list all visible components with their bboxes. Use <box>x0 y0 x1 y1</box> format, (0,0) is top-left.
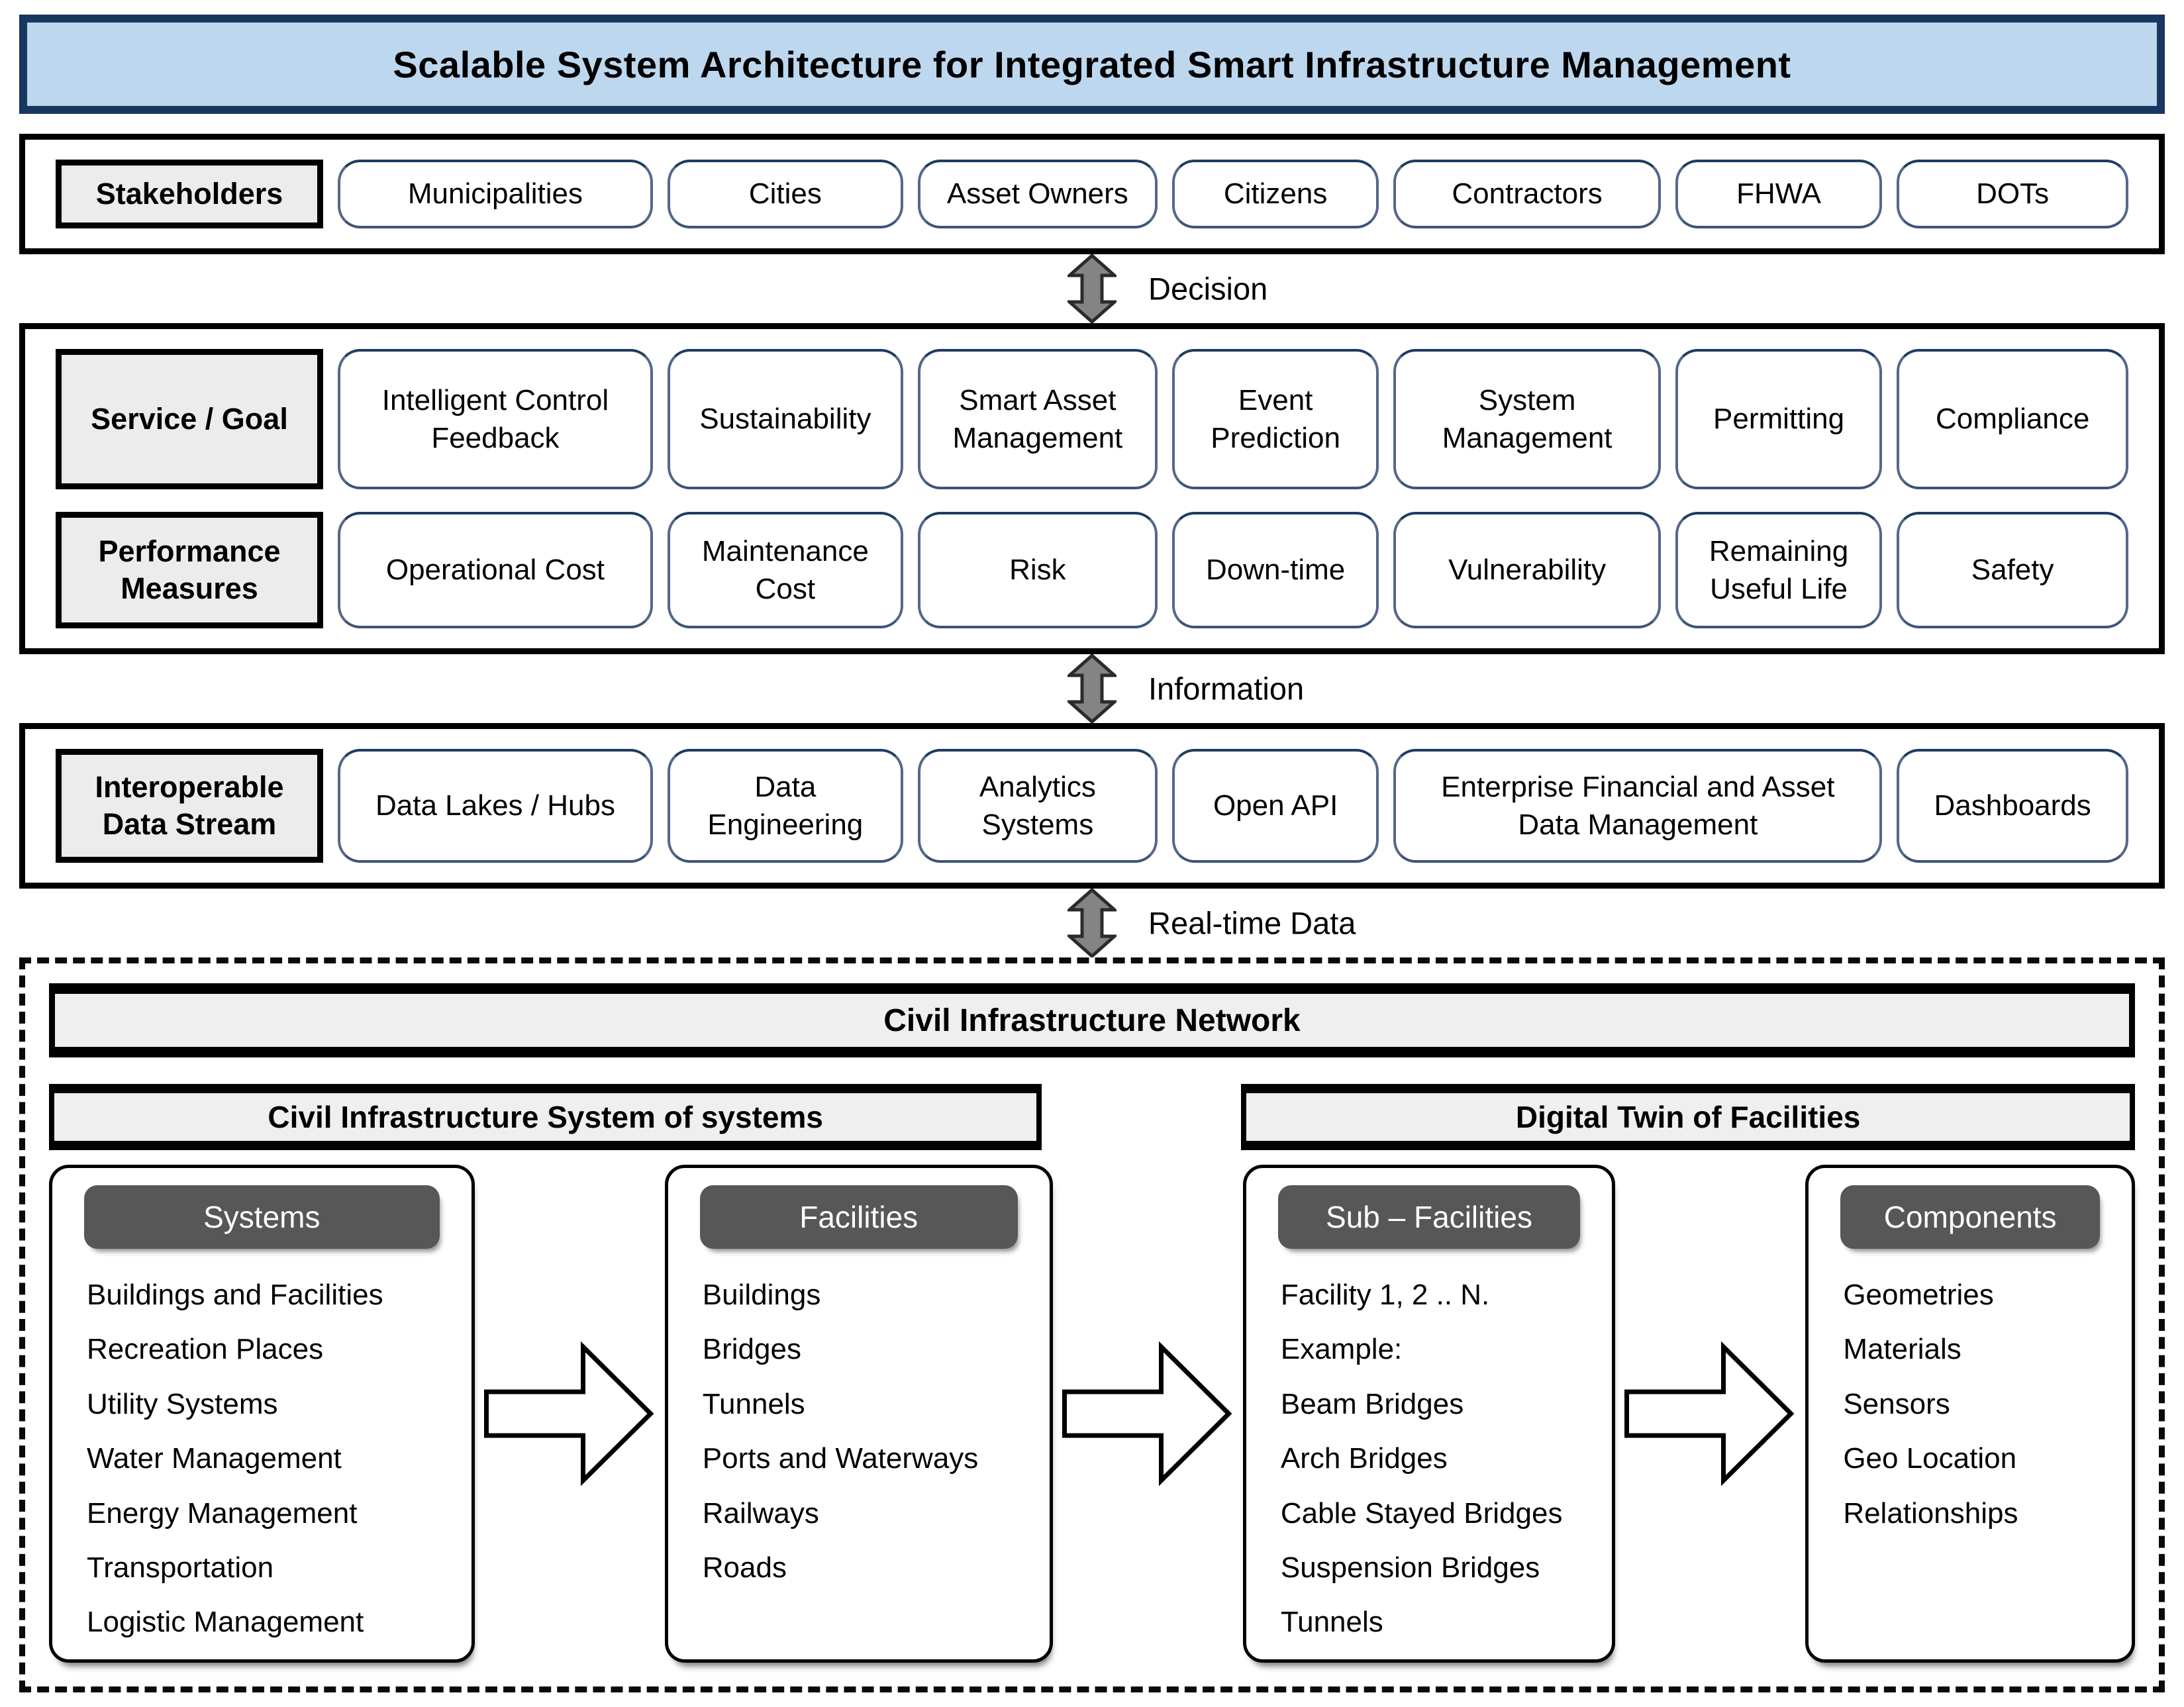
connector-label: Real-time Data <box>1148 905 1356 941</box>
list-item: Buildings <box>702 1279 821 1311</box>
double-arrow-icon <box>1067 654 1117 723</box>
systems-list: Buildings and Facilities Recreation Plac… <box>68 1279 456 1661</box>
network-boxes-row: Systems Buildings and Facilities Recreat… <box>49 1165 2135 1663</box>
performance-pill: Down-time <box>1171 512 1379 628</box>
connector-realtime-data: Real-time Data <box>19 889 2165 957</box>
civil-infrastructure-network: Civil Infrastructure Network Civil Infra… <box>19 957 2165 1692</box>
stakeholders-pill: Cities <box>667 160 903 228</box>
service-goal-pill: Compliance <box>1897 349 2128 489</box>
list-item: Bridges <box>702 1333 801 1366</box>
row-label-service-goal: Service / Goal <box>56 349 323 489</box>
components-box: Components Geometries Materials Sensors … <box>1805 1165 2135 1663</box>
performance-row: Performance Measures Operational Cost Ma… <box>56 512 2128 628</box>
connector-information: Information <box>19 654 2165 723</box>
row-label-stakeholders: Stakeholders <box>56 160 323 228</box>
list-item: Ports and Waterways <box>702 1442 979 1475</box>
data-stream-section: Interoperable Data Stream Data Lakes / H… <box>19 723 2165 889</box>
flow-arrow-facilities-to-subfacilities <box>1053 1165 1243 1663</box>
stakeholders-row: Stakeholders Municipalities Cities Asset… <box>56 160 2128 228</box>
performance-pill: Vulnerability <box>1393 512 1661 628</box>
list-item: Geo Location <box>1843 1442 2017 1475</box>
list-item: Roads <box>702 1551 787 1584</box>
stakeholders-pill: FHWA <box>1675 160 1883 228</box>
list-item: Arch Bridges <box>1280 1442 1448 1475</box>
list-item: Facility 1, 2 .. N. <box>1280 1279 1490 1311</box>
sub-facilities-box-header: Sub – Facilities <box>1277 1185 1581 1249</box>
list-item: Energy Management <box>87 1496 358 1530</box>
list-item: Water Management <box>87 1442 342 1475</box>
components-box-header: Components <box>1840 1185 2100 1249</box>
list-item: Sensors <box>1843 1387 1950 1420</box>
performance-pill: Risk <box>917 512 1158 628</box>
service-goal-row: Service / Goal Intelligent Control Feedb… <box>56 349 2128 489</box>
service-goal-pill: Intelligent Control Feedback <box>338 349 653 489</box>
service-goal-pill: Permitting <box>1675 349 1883 489</box>
sub-facilities-box: Sub – Facilities Facility 1, 2 .. N. Exa… <box>1242 1165 1616 1663</box>
performance-pill: Safety <box>1897 512 2128 628</box>
sub-facilities-list: Facility 1, 2 .. N. Example: Beam Bridge… <box>1262 1279 1596 1661</box>
group-header-digital-twin: Digital Twin of Facilities <box>1241 1084 2135 1150</box>
list-item: Transportation <box>87 1551 274 1584</box>
data-stream-pill: Data Lakes / Hubs <box>338 749 653 863</box>
connector-decision: Decision <box>19 254 2165 323</box>
right-arrow-icon <box>1062 1341 1232 1487</box>
group-header-system-of-systems: Civil Infrastructure System of systems <box>49 1084 1042 1150</box>
facilities-list: Buildings Bridges Tunnels Ports and Wate… <box>684 1279 1034 1606</box>
stakeholders-pill: DOTs <box>1897 160 2128 228</box>
data-stream-pill: Enterprise Financial and Asset Data Mana… <box>1393 749 1883 863</box>
list-item: Beam Bridges <box>1280 1387 1464 1420</box>
right-arrow-icon <box>1624 1341 1795 1487</box>
list-item: Tunnels <box>1280 1606 1383 1639</box>
facilities-box: Facilities Buildings Bridges Tunnels Por… <box>664 1165 1053 1663</box>
list-item: Railways <box>702 1496 819 1530</box>
list-item: Materials <box>1843 1333 1961 1366</box>
data-stream-row: Interoperable Data Stream Data Lakes / H… <box>56 749 2128 863</box>
list-item: Relationships <box>1843 1496 2018 1530</box>
stakeholders-pill: Asset Owners <box>917 160 1158 228</box>
data-stream-pill: Dashboards <box>1897 749 2128 863</box>
data-stream-pill: Data Engineering <box>667 749 903 863</box>
connector-label: Decision <box>1148 271 1268 307</box>
row-label-performance: Performance Measures <box>56 512 323 628</box>
flow-arrow-subfacilities-to-components <box>1615 1165 1805 1663</box>
double-arrow-icon <box>1067 889 1117 957</box>
list-item: Example: <box>1280 1333 1403 1366</box>
row-label-data-stream: Interoperable Data Stream <box>56 749 323 863</box>
list-item: Buildings and Facilities <box>87 1279 383 1311</box>
list-item: Logistic Management <box>87 1606 364 1639</box>
performance-pill: Maintenance Cost <box>667 512 903 628</box>
stakeholders-pill: Municipalities <box>338 160 653 228</box>
performance-pill: Remaining Useful Life <box>1675 512 1883 628</box>
flow-arrow-systems-to-facilities <box>475 1165 665 1663</box>
right-arrow-icon <box>483 1341 654 1487</box>
systems-box: Systems Buildings and Facilities Recreat… <box>49 1165 475 1663</box>
list-item: Cable Stayed Bridges <box>1280 1496 1563 1530</box>
double-arrow-icon <box>1067 254 1117 323</box>
data-stream-pill: Open API <box>1171 749 1379 863</box>
diagram-title: Scalable System Architecture for Integra… <box>19 15 2165 114</box>
network-title-bar: Civil Infrastructure Network <box>49 983 2135 1057</box>
service-goal-pill: Sustainability <box>667 349 903 489</box>
list-item: Suspension Bridges <box>1280 1551 1540 1584</box>
list-item: Tunnels <box>702 1387 805 1420</box>
stakeholders-pill: Contractors <box>1393 160 1661 228</box>
service-goal-pill: Smart Asset Management <box>917 349 1158 489</box>
stakeholders-pill: Citizens <box>1171 160 1379 228</box>
service-performance-section: Service / Goal Intelligent Control Feedb… <box>19 323 2165 654</box>
performance-pill: Operational Cost <box>338 512 653 628</box>
data-stream-pill: Analytics Systems <box>917 749 1158 863</box>
list-item: Recreation Places <box>87 1333 324 1366</box>
stakeholders-section: Stakeholders Municipalities Cities Asset… <box>19 134 2165 254</box>
network-group-headers: Civil Infrastructure System of systems D… <box>49 1084 2135 1150</box>
facilities-box-header: Facilities <box>699 1185 1018 1249</box>
service-goal-pill: System Management <box>1393 349 1661 489</box>
components-list: Geometries Materials Sensors Geo Locatio… <box>1824 1279 2116 1552</box>
service-goal-pill: Event Prediction <box>1171 349 1379 489</box>
list-item: Utility Systems <box>87 1387 278 1420</box>
connector-label: Information <box>1148 671 1305 707</box>
list-item: Geometries <box>1843 1279 1994 1311</box>
systems-box-header: Systems <box>84 1185 440 1249</box>
